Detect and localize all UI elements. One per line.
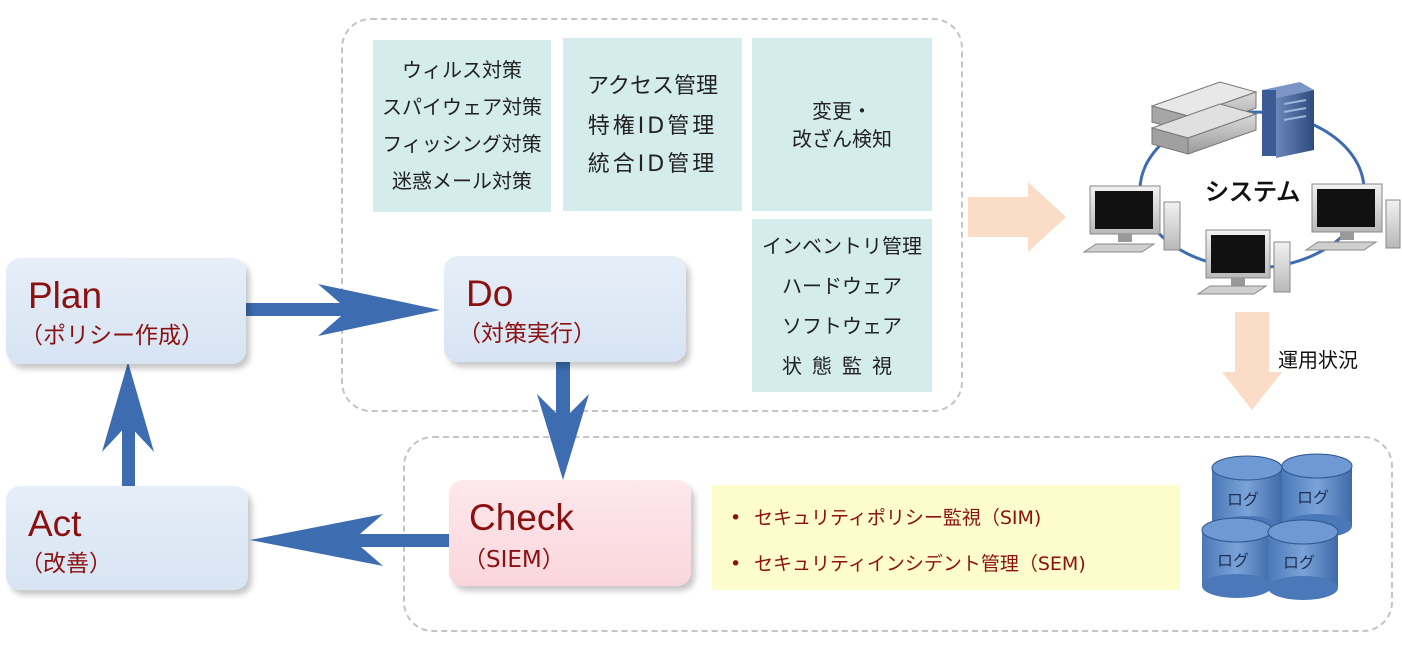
do-to-check-arrow	[537, 358, 589, 480]
malware-measures-box: ウィルス対策 スパイウェア対策 フィッシング対策 迷惑メール対策	[373, 40, 551, 212]
desktop-pc-icon	[1304, 183, 1401, 251]
log-label: ログ	[1283, 553, 1316, 572]
check-item-text: セキュリティポリシー監視（SIM)	[754, 507, 1042, 529]
measure-text: アクセス管理	[587, 73, 718, 99]
log-label: ログ	[1217, 551, 1250, 570]
do-subtitle: （対策実行）	[458, 321, 596, 347]
desktop-pc-icon	[1082, 185, 1181, 253]
do-title: Do	[466, 273, 514, 314]
do-group-frame	[341, 18, 963, 412]
check-items-box: •セキュリティポリシー監視（SIM) •セキュリティインシデント管理（SEM)	[712, 485, 1180, 590]
measure-text: 特権ID管理	[587, 113, 718, 139]
act-subtitle: （改善）	[20, 551, 112, 577]
plan-to-do-arrow	[246, 284, 440, 336]
measure-text: ソフトウェア	[782, 313, 902, 338]
inventory-management-box: インベントリ管理 ハードウェア ソフトウェア 状態監視	[752, 219, 932, 392]
measure-text: ウィルス対策	[402, 58, 522, 82]
check-title: Check	[469, 497, 574, 538]
check-item: •セキュリティポリシー監視（SIM)	[730, 507, 1042, 529]
plan-subtitle: （ポリシー作成）	[20, 323, 204, 349]
system-label: システム	[1205, 178, 1301, 206]
check-card: Check （SIEM）	[449, 480, 691, 586]
measure-text: 迷惑メール対策	[392, 169, 532, 193]
log-database-icon	[1201, 517, 1273, 598]
measure-text: スパイウェア対策	[382, 95, 542, 119]
access-management-box: アクセス管理 特権ID管理 統合ID管理	[563, 38, 742, 211]
tower-server-icon	[1262, 82, 1314, 158]
plan-title: Plan	[28, 275, 103, 316]
measure-text: 変更・	[812, 98, 872, 123]
rack-server-icon	[1150, 81, 1258, 155]
tamper-detection-box: 変更・ 改ざん検知	[752, 38, 932, 211]
measure-text: 改ざん検知	[792, 126, 892, 151]
measure-text: 統合ID管理	[587, 151, 718, 177]
measure-text: インベントリ管理	[762, 233, 922, 258]
operation-status-label: 運用状況	[1278, 348, 1358, 372]
act-to-plan-arrow	[102, 362, 154, 487]
log-label: ログ	[1297, 488, 1330, 507]
check-subtitle: （SIEM）	[463, 547, 565, 573]
act-title: Act	[28, 503, 82, 544]
log-label: ログ	[1227, 490, 1260, 509]
check-to-act-arrow	[250, 514, 449, 566]
measure-text: ハードウェア	[782, 273, 902, 298]
check-item: •セキュリティインシデント管理（SEM)	[730, 553, 1086, 575]
peach-right-arrow	[968, 182, 1066, 252]
log-database-icon	[1267, 519, 1339, 600]
check-item-text: セキュリティインシデント管理（SEM)	[754, 553, 1086, 575]
plan-card: Plan （ポリシー作成）	[6, 258, 246, 364]
measure-text: フィッシング対策	[382, 132, 542, 156]
measure-text: 状態監視	[782, 353, 902, 378]
log-database-icon	[1281, 453, 1353, 538]
peach-down-arrow	[1222, 312, 1282, 410]
act-card: Act （改善）	[6, 486, 248, 590]
desktop-pc-icon	[1196, 229, 1291, 295]
do-card: Do （対策実行）	[444, 256, 686, 362]
